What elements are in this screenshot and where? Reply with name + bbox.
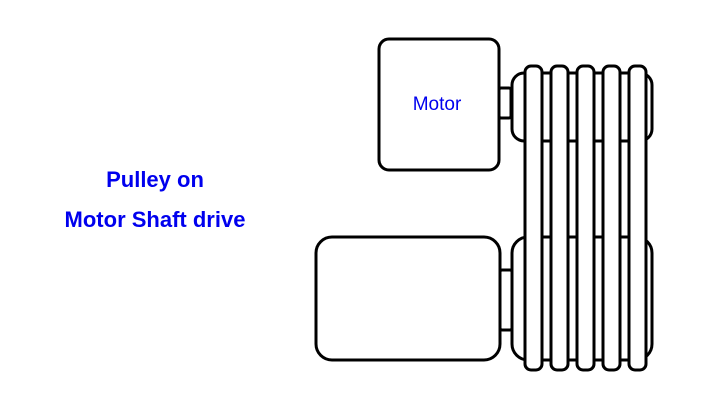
v-belt-1 bbox=[523, 64, 544, 372]
driven-machine-body bbox=[314, 235, 502, 362]
motor-label: Motor bbox=[413, 94, 462, 115]
driven-shaft bbox=[498, 268, 514, 332]
diagram-caption: Pulley on Motor Shaft drive bbox=[20, 160, 290, 240]
v-belt-4 bbox=[601, 64, 622, 372]
v-belt-2 bbox=[549, 64, 570, 372]
motor-shaft bbox=[497, 86, 513, 120]
caption-line-2: Motor Shaft drive bbox=[64, 207, 246, 232]
caption-line-1: Pulley on bbox=[106, 167, 204, 192]
v-belt-5 bbox=[627, 64, 648, 372]
v-belt-3 bbox=[575, 64, 596, 372]
